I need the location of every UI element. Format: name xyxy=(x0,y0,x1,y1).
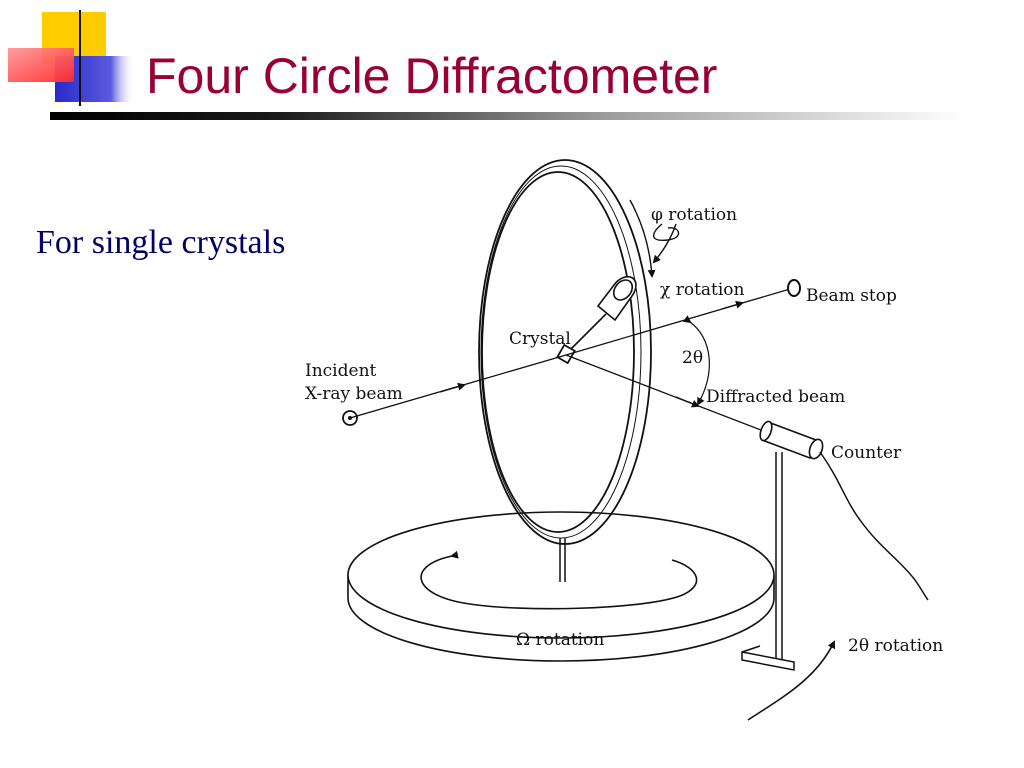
omega-rotation-arrow xyxy=(420,550,698,610)
counter-arm xyxy=(741,452,795,671)
two-theta-arc xyxy=(682,315,710,406)
crystal-label: Crystal xyxy=(509,329,571,349)
two-theta-rotation-label: 2θ rotation xyxy=(848,636,943,656)
two-theta-label: 2θ xyxy=(682,348,703,368)
counter-label: Counter xyxy=(831,443,902,463)
two-theta-rotation-arrow xyxy=(747,640,836,721)
phi-goniometer-head xyxy=(567,275,637,353)
title-underline xyxy=(50,112,965,120)
chi-rotation-label: χ rotation xyxy=(660,280,745,300)
logo-red-block xyxy=(8,48,74,82)
slide-logo xyxy=(8,10,135,106)
phi-rotation-arrow xyxy=(653,223,680,241)
chi-rotation-arrow xyxy=(629,199,656,278)
chi-circle xyxy=(478,159,652,545)
incident-label-line1: Incident xyxy=(305,361,377,381)
diffracted-beam-label: Diffracted beam xyxy=(706,387,845,407)
bullet-text: For single crystals xyxy=(36,224,286,261)
beam-stop xyxy=(787,279,801,297)
omega-rotation-label: Ω rotation xyxy=(516,630,604,650)
counter-cable xyxy=(819,451,929,601)
slide-title: Four Circle Diffractometer xyxy=(146,48,718,104)
omega-table xyxy=(347,511,775,662)
incident-label-line2: X-ray beam xyxy=(305,384,403,404)
phi-rotation-label: φ rotation xyxy=(651,205,737,225)
counter xyxy=(759,420,824,460)
transmitted-beam xyxy=(565,288,791,356)
beam-stop-label: Beam stop xyxy=(806,286,897,306)
diffracted-beam xyxy=(565,354,767,433)
